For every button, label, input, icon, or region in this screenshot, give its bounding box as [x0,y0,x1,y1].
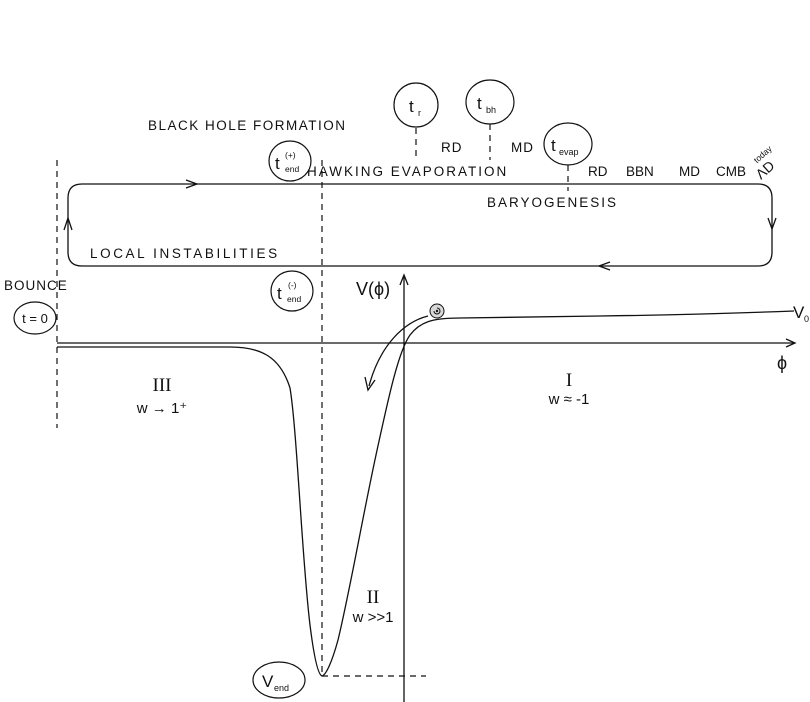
arrow-right-top [185,179,199,189]
arrow-down-right [767,217,777,231]
t-r-bubble: t r [393,82,439,128]
arrow-up-left [63,215,73,231]
v0-main: V [793,303,805,322]
region-i-numeral: I [566,370,572,391]
t-zero-bubble: t = 0 [13,301,57,335]
region-iii-eos: w → 1⁺ [136,400,187,417]
cycle-loop [63,179,777,271]
v-end-main: V [262,672,274,691]
v0-sub: 0 [804,314,809,324]
y-axis-arrowhead [399,273,409,286]
rolling-field-icon [429,303,445,319]
arrow-left-bottom [597,261,611,271]
era-label-cmb: CMB [716,164,746,179]
t-evap-main: t [551,136,556,155]
x-axis-arrowhead [785,338,797,348]
era-label-rd-late: RD [588,164,608,179]
y-axis-label: V(ϕ) [356,279,390,299]
region-ii-numeral: II [367,587,380,608]
rolling-arrow [368,315,429,387]
t-end-minus-sup: (-) [288,280,297,290]
t-r-main: t [409,97,414,116]
era-label-rd-early: RD [441,140,463,155]
t-evap-sub: evap [559,147,579,157]
t-end-plus-sup: (+) [285,150,296,160]
region-iii-numeral: III [153,375,172,396]
x-axis-label: ϕ [777,353,787,373]
t-bh-bubble: t bh [465,79,515,125]
t-end-minus-sub: end [287,294,301,304]
t-end-plus-bubble: t (+) end [268,140,312,182]
local-instabilities-label: LOCAL INSTABILITIES [90,246,280,261]
t-end-minus-main: t [277,284,282,303]
era-label-md-early: MD [511,140,534,155]
t-end-plus-main: t [275,154,280,173]
v-end-sub: end [274,683,289,693]
v-end-bubble: V end [252,661,306,699]
t-bh-sub: bh [486,105,496,115]
t-zero-label: t = 0 [22,311,48,326]
bounce-label: BOUNCE [4,278,68,293]
rolling-arrowhead [364,376,376,392]
t-end-minus-bubble: t (-) end [270,270,314,312]
t-r-sub: r [418,108,421,118]
era-label-md-late: MD [679,164,700,179]
black-hole-formation-label: BLACK HOLE FORMATION [148,118,347,133]
lambda-d-today-group: ΛD today [752,143,778,182]
axes [57,273,797,702]
region-i-eos: w ≈ -1 [548,391,590,408]
t-end-plus-sub: end [285,164,299,174]
era-label-bbn: BBN [626,164,654,179]
t-bh-main: t [477,94,482,113]
potential-curve [57,310,795,677]
hawking-evaporation-label: HAWKING EVAPORATION [307,164,508,179]
t-evap-bubble: t evap [543,122,593,166]
region-ii-eos: w >>1 [352,609,394,626]
baryogenesis-label: BARYOGENESIS [487,195,618,210]
